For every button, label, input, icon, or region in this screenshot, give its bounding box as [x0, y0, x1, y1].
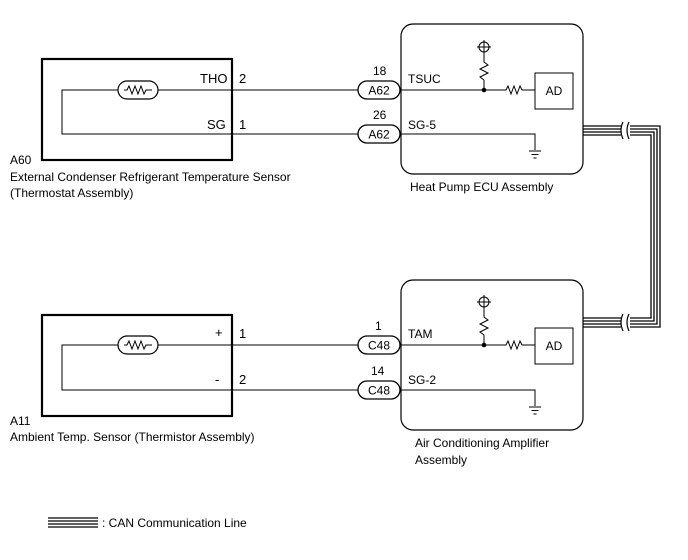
pin-num-a11-1: 1 [239, 326, 246, 341]
pin-num-a60-1: 1 [239, 117, 246, 132]
component-id-a11: A11 [10, 414, 31, 428]
can-line-legend-symbol [48, 517, 98, 528]
component-name-heat-pump-ecu: Heat Pump ECU Assembly [410, 180, 553, 194]
connector-code: C48 [368, 339, 390, 353]
pin-num-a11-2: 2 [239, 372, 246, 387]
pin-name-sg: SG [207, 117, 226, 132]
pin-num-a60-2: 2 [239, 71, 246, 86]
power-supply-icon [477, 295, 491, 311]
ad-label-bottom: AD [546, 339, 563, 353]
power-supply-icon [477, 40, 491, 56]
line-break-icon [620, 313, 630, 332]
pin-name-plus: + [215, 325, 223, 340]
pullup-resistor-icon [478, 311, 490, 336]
connector-c48-1: C48 [357, 335, 401, 355]
sensor-a11-box [40, 313, 234, 418]
ac-amplifier-box [400, 279, 584, 431]
pin-name-minus: - [215, 372, 219, 387]
ground-icon [529, 150, 541, 159]
pin-name-tsuc: TSUC [408, 72, 441, 86]
connector-code: A62 [368, 128, 390, 142]
connector-pin-14: 14 [371, 364, 385, 378]
heat-pump-ecu-box [400, 23, 584, 175]
connector-a62-26: A62 [357, 124, 401, 144]
pin-name-sg2: SG-2 [408, 373, 436, 387]
ground-icon [529, 406, 541, 415]
ad-converter-box [534, 327, 574, 365]
connector-code: C48 [368, 384, 390, 398]
pin-name-sg5: SG-5 [408, 118, 436, 132]
connector-pin-18: 18 [373, 64, 387, 78]
connector-a62-18: A62 [357, 80, 401, 100]
ad-converter-box [534, 72, 574, 110]
thermistor-icon [117, 80, 159, 100]
component-subname-a60: (Thermostat Assembly) [10, 186, 133, 200]
line-break-icon [620, 121, 630, 140]
sensor-a60-box [40, 57, 234, 162]
component-id-a60: A60 [10, 153, 32, 167]
connector-c48-14: C48 [357, 380, 401, 400]
sensor-a60-internal-wire [61, 89, 232, 135]
component-name-a11: Ambient Temp. Sensor (Thermistor Assembl… [10, 430, 255, 444]
pin-name-tam: TAM [408, 327, 432, 341]
ad-label-top: AD [546, 84, 563, 98]
connector-pin-1: 1 [375, 319, 382, 333]
thermistor-icon [117, 335, 159, 355]
pin-name-tho: THO [200, 71, 227, 86]
sensor-a11-internal-wire [61, 344, 232, 391]
connector-pin-26: 26 [373, 108, 387, 122]
can-bus-line [583, 125, 661, 328]
legend-can-label: : CAN Communication Line [102, 516, 247, 530]
component-name-a60: External Condenser Refrigerant Temperatu… [10, 170, 291, 184]
component-name-ac-amp: Air Conditioning Amplifier [415, 436, 549, 450]
component-subname-ac-amp: Assembly [415, 453, 467, 467]
pullup-resistor-icon [478, 56, 490, 81]
connector-code: A62 [368, 84, 390, 98]
